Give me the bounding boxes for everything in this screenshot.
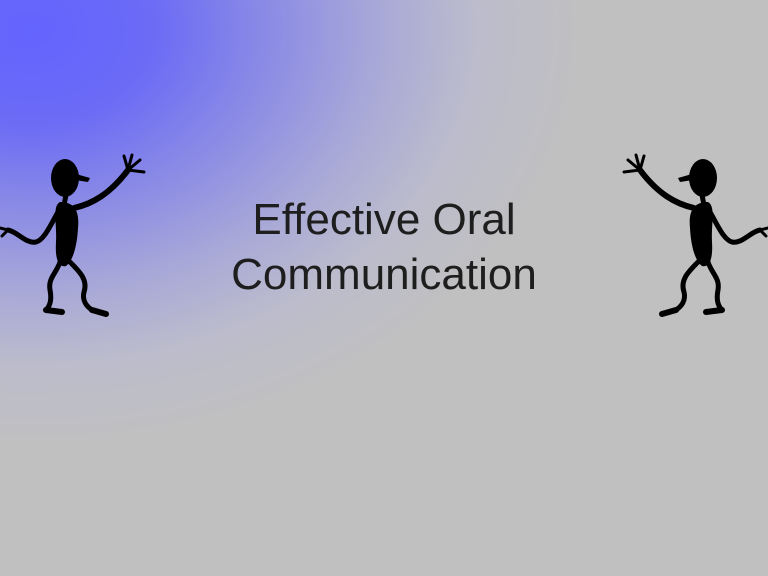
waving-stick-figure-icon-right (622, 153, 768, 317)
slide-title-line-1: Effective Oral (252, 195, 516, 244)
slide-title-line-2: Communication (231, 250, 537, 299)
waving-stick-figure-icon-left (0, 153, 146, 317)
slide-title: Effective Oral Communication (184, 192, 584, 302)
